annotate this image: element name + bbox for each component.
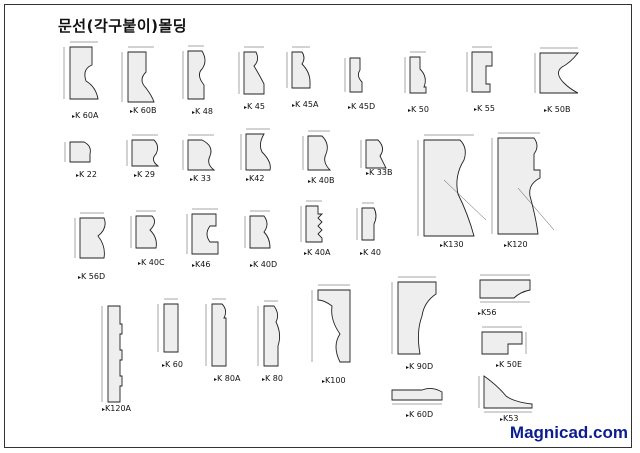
profile-k46-drawing [186, 208, 219, 255]
part-label: K 50B [544, 105, 570, 114]
part-label: K56 [478, 308, 496, 317]
profile-k80a-drawing [205, 298, 227, 367]
page-title: 문선(각구붙이)몰딩 [58, 17, 188, 35]
profile-k45a-drawing [286, 46, 311, 89]
part-label: K 56D [78, 272, 105, 281]
part-label: K 80 [262, 374, 283, 383]
part-label: K 50E [496, 360, 522, 369]
part-label: K46 [192, 260, 210, 269]
profile-k60b-drawing [121, 46, 155, 103]
profile-k55-drawing [466, 46, 493, 93]
part-label: K 90D [406, 362, 433, 371]
profile-k80-drawing [257, 300, 281, 367]
part-label: K 48 [192, 107, 213, 116]
part-label: K 50 [408, 105, 429, 114]
part-label: K 80A [214, 374, 240, 383]
profile-k120-drawing [491, 132, 555, 235]
profile-k29-drawing [126, 134, 160, 167]
profile-k50b-drawing [534, 47, 579, 94]
profile-k90d-drawing [391, 276, 437, 355]
profile-k56d-drawing [74, 212, 106, 259]
part-label: K 55 [474, 104, 495, 113]
profile-k50-drawing [404, 51, 427, 94]
part-label: K 60 [162, 360, 183, 369]
part-label: K100 [322, 376, 346, 385]
profile-k120a-drawing [101, 305, 123, 403]
profile-k53-drawing [478, 375, 533, 413]
part-label: K120 [504, 240, 528, 249]
profile-k130-drawing [417, 134, 487, 237]
part-label: K 40C [138, 258, 165, 267]
part-label: K 45D [348, 102, 375, 111]
watermark-text: Magnicad.com [509, 423, 628, 442]
part-label: K130 [440, 240, 464, 249]
profile-k33b-drawing [360, 139, 387, 169]
part-label: K 40A [304, 248, 330, 257]
part-label: K 33 [190, 174, 211, 183]
part-label: K 60D [406, 410, 433, 419]
part-label: K 40 [360, 248, 381, 257]
profile-k40b-drawing [302, 130, 332, 171]
part-label: K 33B [366, 168, 392, 177]
profile-k60d-drawing [391, 387, 443, 405]
part-label: K 29 [134, 170, 155, 179]
part-label: K 40B [308, 176, 334, 185]
profile-k40c-drawing [130, 210, 157, 249]
part-label: K 40D [250, 260, 277, 269]
part-label: K 45A [292, 100, 318, 109]
part-label: K 60B [130, 106, 156, 115]
part-label: K 22 [76, 170, 97, 179]
profile-k40a-drawing [300, 200, 324, 243]
profile-k50e-drawing [481, 326, 527, 355]
profile-k100-drawing [311, 284, 351, 363]
profile-k22-drawing [64, 141, 91, 163]
profile-k45-drawing [238, 46, 265, 95]
part-label: K120A [102, 404, 131, 413]
profile-k60-drawing [157, 298, 179, 353]
profile-k40-drawing [356, 202, 377, 241]
part-label: K 60A [72, 111, 98, 120]
profile-k33-drawing [182, 134, 216, 171]
profile-k40d-drawing [244, 210, 271, 249]
profile-k56-drawing [479, 274, 531, 303]
profile-k48-drawing [182, 45, 206, 100]
profile-k45d-drawing [344, 57, 363, 93]
profile-k60a-drawing [63, 41, 99, 100]
part-label: K 45 [244, 102, 265, 111]
part-label: K53 [500, 414, 518, 423]
profile-k42-drawing [240, 128, 271, 171]
part-label: K42 [246, 174, 264, 183]
